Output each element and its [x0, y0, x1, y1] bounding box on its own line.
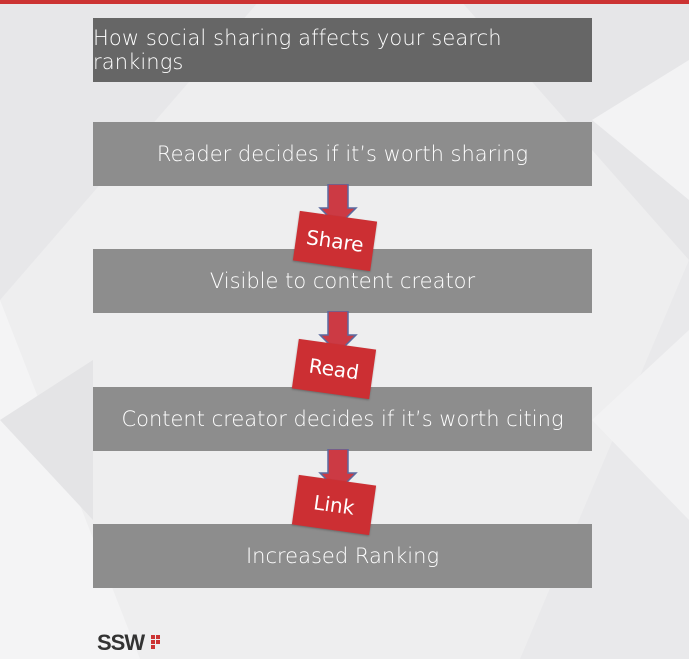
- diagram-title: How social sharing affects your search r…: [93, 18, 592, 82]
- ssw-logo: SSW: [97, 630, 160, 655]
- step-increased-ranking: Increased Ranking: [93, 524, 592, 588]
- connector-tag-share: Share: [292, 210, 378, 272]
- connector-tag-link: Link: [291, 474, 377, 536]
- svg-text:SSW: SSW: [97, 630, 145, 655]
- top-accent-bar: [0, 0, 689, 4]
- connector-tag-read: Read: [291, 338, 377, 400]
- step-creator-decides: Content creator decides if it’s worth ci…: [93, 387, 592, 451]
- step-reader-decides: Reader decides if it’s worth sharing: [93, 122, 592, 186]
